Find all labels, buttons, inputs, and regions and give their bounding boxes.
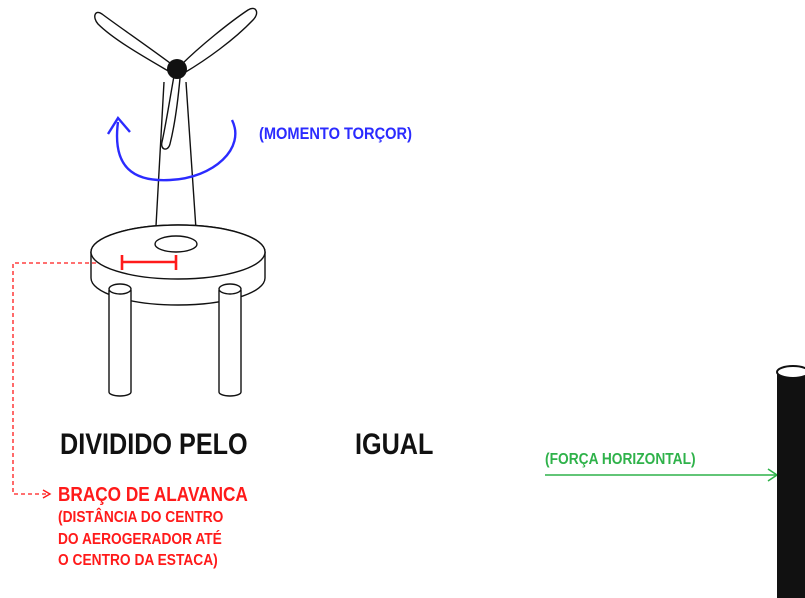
turbine-blade-right (179, 7, 258, 74)
lever-arm-leader-arrowhead (42, 489, 52, 499)
turbine-hub (167, 59, 187, 79)
tower-base (154, 235, 198, 253)
lever-arm-description-line: O CENTRO DA ESTACA) (58, 552, 218, 570)
divided-by-label: DIVIDIDO PELO (60, 428, 248, 461)
pile-left-top (108, 283, 132, 295)
pile-right-top (218, 283, 242, 295)
turbine-blade-bottom (160, 75, 181, 150)
lever-arm-marker (120, 255, 178, 270)
horizontal-force-arrow (545, 468, 779, 482)
lever-arm-description-line: (DISTÂNCIA DO CENTRO (58, 509, 224, 526)
lever-arm-leader (12, 262, 96, 495)
pile-right (218, 290, 242, 397)
pile-left (108, 290, 132, 397)
lever-arm-block: BRAÇO DE ALAVANCA (DISTÂNCIA DO CENTRO D… (58, 485, 248, 570)
equal-label: IGUAL (355, 428, 434, 461)
lever-arm-label: BRAÇO DE ALAVANCA (58, 484, 248, 506)
rotation-arrow-icon (106, 115, 237, 182)
turbine-blade-left (94, 11, 175, 73)
horizontal-force-label: (FORÇA HORIZONTAL) (545, 451, 696, 468)
turbine-tower (154, 81, 198, 245)
pile-icon (776, 365, 805, 598)
lever-arm-description-line: DO AEROGERADOR ATÉ (58, 530, 222, 548)
wind-turbine-icon (90, 7, 266, 397)
moment-label: (MOMENTO TORÇOR) (259, 124, 412, 143)
